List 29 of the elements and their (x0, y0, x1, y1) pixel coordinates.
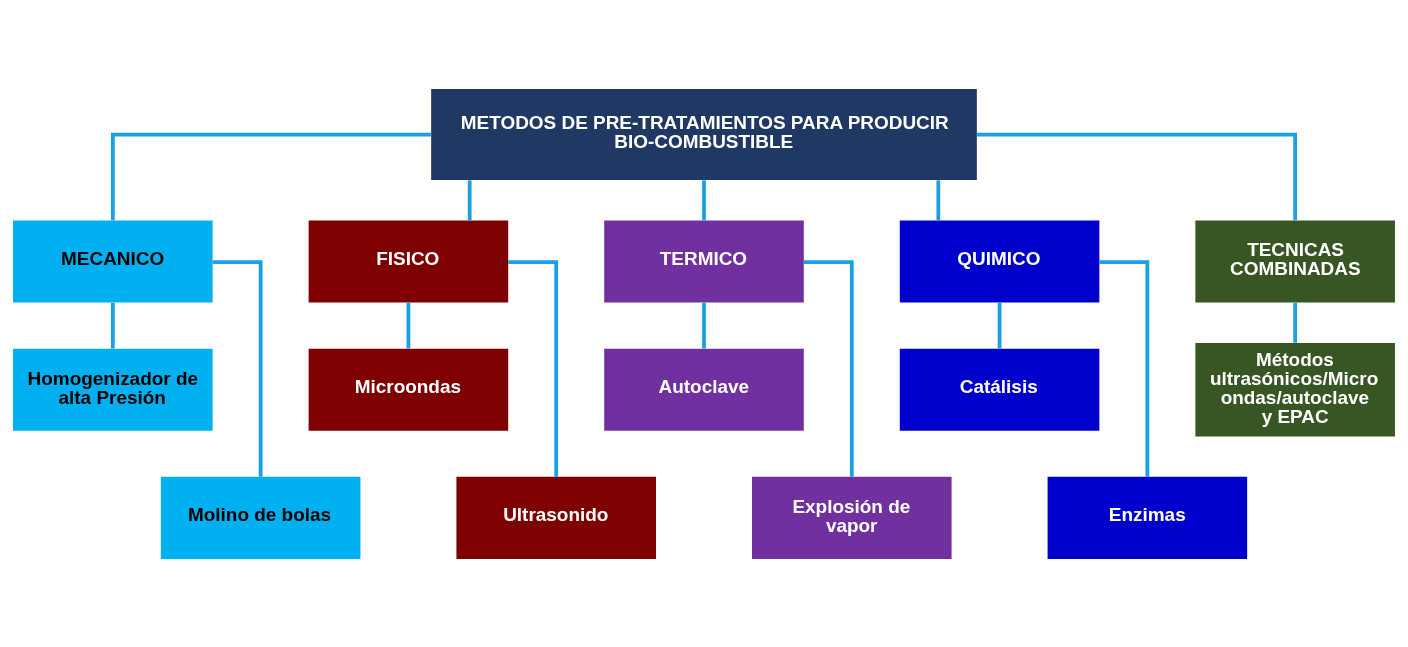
node-box: TECNICAS COMBINADAS (1195, 219, 1395, 303)
node-box: Enzimas (1047, 476, 1248, 559)
connector (110, 302, 115, 348)
connector (803, 259, 854, 477)
connector (977, 132, 1298, 220)
connector (1293, 302, 1298, 343)
node-box: METODOS DE PRE-TRATAMIENTOS PARA PRODUCIR BIO-COMBUSTIBLE (431, 88, 977, 180)
node-box: TERMICO (604, 219, 804, 303)
connector (212, 259, 263, 477)
node-box: Explosión de vapor (752, 476, 952, 559)
connector (1099, 259, 1150, 477)
node-box: MECANICO (13, 219, 213, 303)
connector (702, 179, 706, 220)
node-box: Catálisis (899, 348, 1100, 431)
connector (406, 302, 411, 348)
node-box: Ultrasonido (456, 476, 656, 559)
node-box: FISICO (308, 219, 509, 303)
node-box: QUIMICO (899, 219, 1100, 303)
node-box: Microondas (308, 348, 509, 431)
connector (110, 132, 431, 220)
node-box: Homogenizador de alta Presión (13, 348, 213, 431)
connector (508, 259, 559, 477)
connector (467, 179, 472, 220)
node-box: Autoclave (604, 348, 804, 431)
connector (936, 179, 941, 220)
node-box: Molino de bolas (160, 476, 361, 559)
connector (702, 302, 706, 348)
node-box: Métodos ultrasónicos/Micro ondas/autoclave y EPAC (1195, 342, 1395, 436)
connector (997, 302, 1002, 348)
